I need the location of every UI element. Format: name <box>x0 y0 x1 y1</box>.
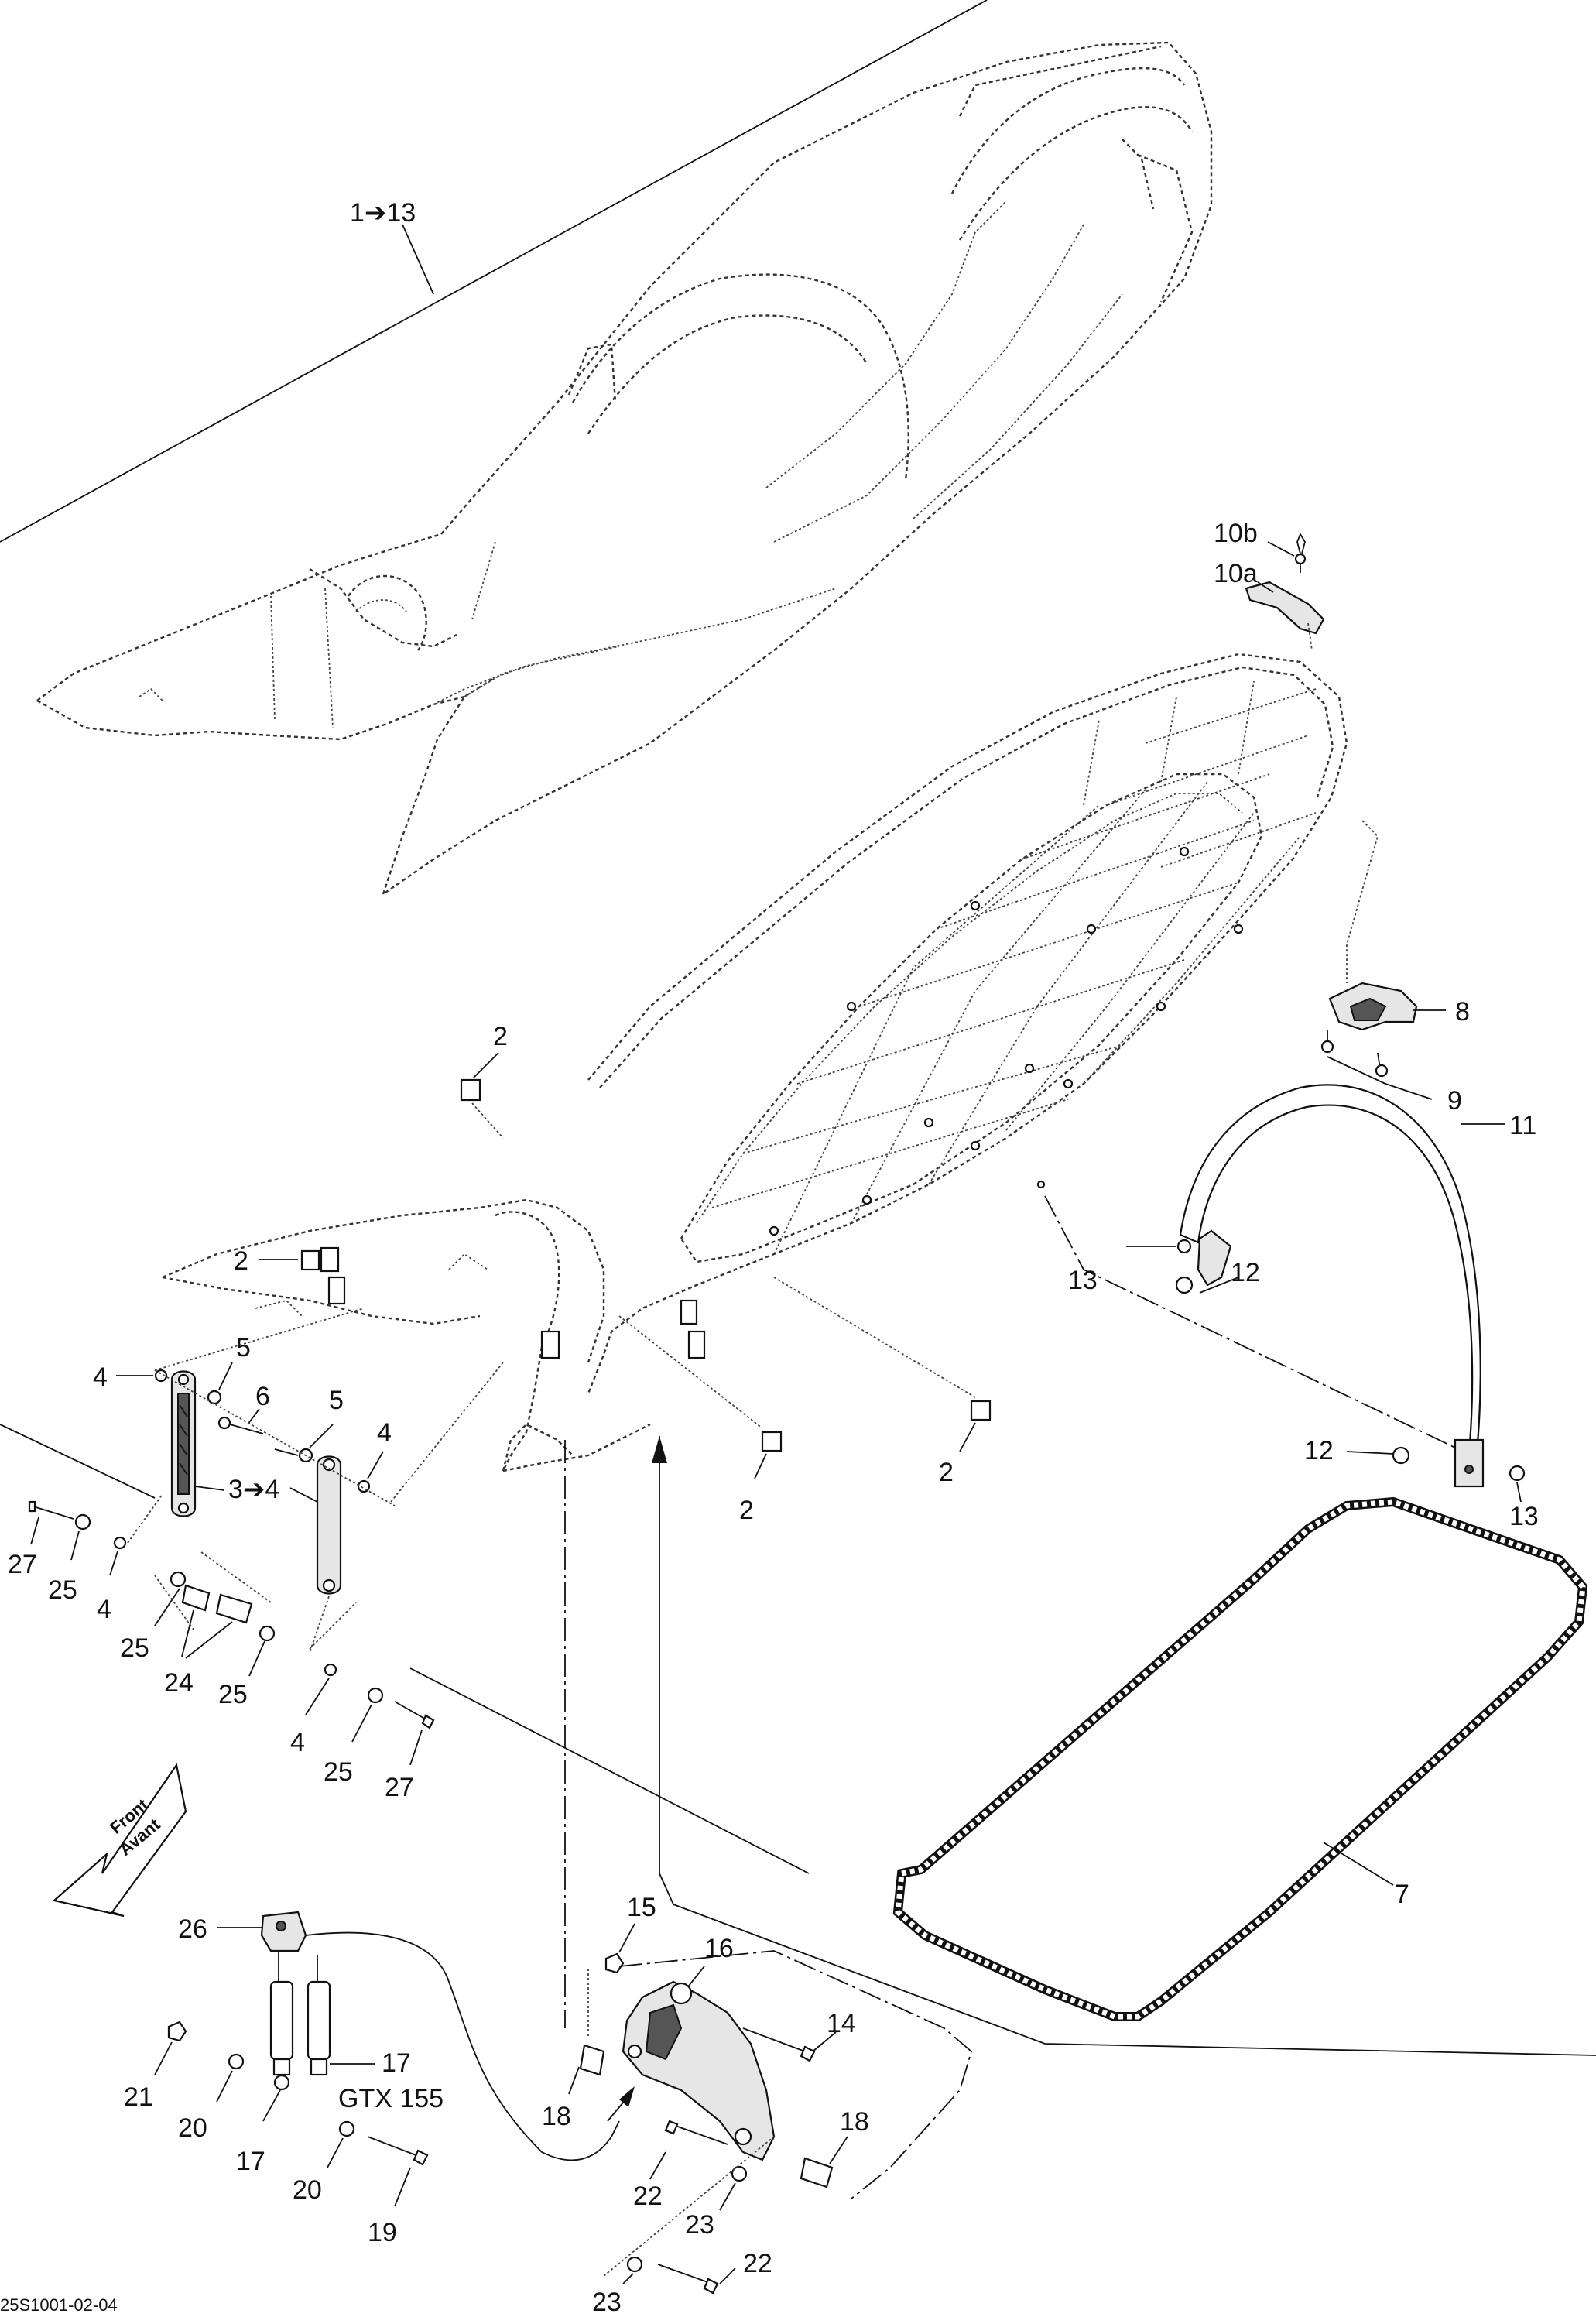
label-13-lower: 13 <box>1509 1502 1539 1531</box>
front-direction-arrow: Front Avant <box>52 1763 187 1918</box>
diagram-code: 25S1001-02-04 <box>0 2295 118 2315</box>
label-18-right: 18 <box>840 2107 869 2137</box>
label-8: 8 <box>1455 997 1470 1027</box>
bracket-10a-10b: 10b 10a <box>1214 519 1325 651</box>
label-11: 11 <box>1509 1111 1536 1140</box>
label-20-upper: 20 <box>178 2113 207 2143</box>
label-gtx155: GTX 155 <box>338 2084 444 2113</box>
label-12-lower: 12 <box>1304 1436 1334 1465</box>
label-4-lower-left: 4 <box>97 1595 111 1624</box>
label-20-lower: 20 <box>293 2175 322 2205</box>
label-25-lower-right: 25 <box>324 1757 353 1787</box>
label-21: 21 <box>124 2082 153 2112</box>
gasket-7: 7 <box>892 1496 1588 2021</box>
label-10a: 10a <box>1214 559 1258 588</box>
label-2-top: 2 <box>493 1022 508 1051</box>
label-4-upper-right: 4 <box>377 1418 392 1448</box>
label-2-right: 2 <box>939 1458 954 1487</box>
shock-bracket-assembly: 26 17 GTX 155 17 21 20 20 19 <box>124 1893 973 2317</box>
label-19: 19 <box>368 2218 397 2247</box>
label-2-bottom: 2 <box>739 1496 754 1525</box>
label-26: 26 <box>178 1914 207 1944</box>
label-4-upper-left: 4 <box>93 1362 108 1392</box>
label-17-right: 17 <box>382 2048 411 2078</box>
label-24: 24 <box>164 1668 194 1698</box>
label-10b: 10b <box>1214 519 1258 548</box>
label-22-upper: 22 <box>633 2182 663 2211</box>
label-25-left: 25 <box>48 1575 77 1605</box>
label-6: 6 <box>255 1382 270 1411</box>
label-23-lower: 23 <box>592 2288 622 2317</box>
seat-cover-assembly: 1➔13 <box>0 0 1213 895</box>
label-25-middle: 25 <box>120 1633 149 1663</box>
label-9: 9 <box>1447 1086 1462 1116</box>
label-15: 15 <box>627 1893 656 1922</box>
label-3-to-4: 3➔4 <box>228 1475 279 1504</box>
label-23-upper: 23 <box>685 2210 714 2240</box>
label-27-left: 27 <box>8 1550 37 1579</box>
strap-11: 11 12 13 12 13 <box>1036 1084 1539 1531</box>
label-2-left: 2 <box>234 1246 248 1276</box>
links-3-4-and-hardware: 3➔4 4 5 6 5 4 27 25 4 <box>8 1308 504 1802</box>
label-12-upper: 12 <box>1231 1258 1260 1287</box>
label-5-left: 5 <box>236 1333 251 1362</box>
label-7: 7 <box>1395 1880 1409 1909</box>
label-16: 16 <box>704 1934 734 1963</box>
label-18-left: 18 <box>542 2102 571 2131</box>
seat-frame <box>162 653 1348 1472</box>
label-14: 14 <box>827 2009 856 2038</box>
latch-8-9: 8 9 <box>1320 820 1470 1116</box>
label-22-lower: 22 <box>743 2249 772 2278</box>
label-4-lower-right: 4 <box>290 1728 305 1757</box>
label-5-right: 5 <box>329 1386 344 1415</box>
label-25-right: 25 <box>218 1680 248 1709</box>
reference-lines <box>0 1424 1596 2056</box>
label-13-upper: 13 <box>1068 1266 1098 1295</box>
label-17-left: 17 <box>236 2147 265 2176</box>
label-1-to-13: 1➔13 <box>350 198 416 228</box>
nuts-2: 2 2 2 2 <box>234 1022 992 1525</box>
label-27-right: 27 <box>385 1773 414 1802</box>
